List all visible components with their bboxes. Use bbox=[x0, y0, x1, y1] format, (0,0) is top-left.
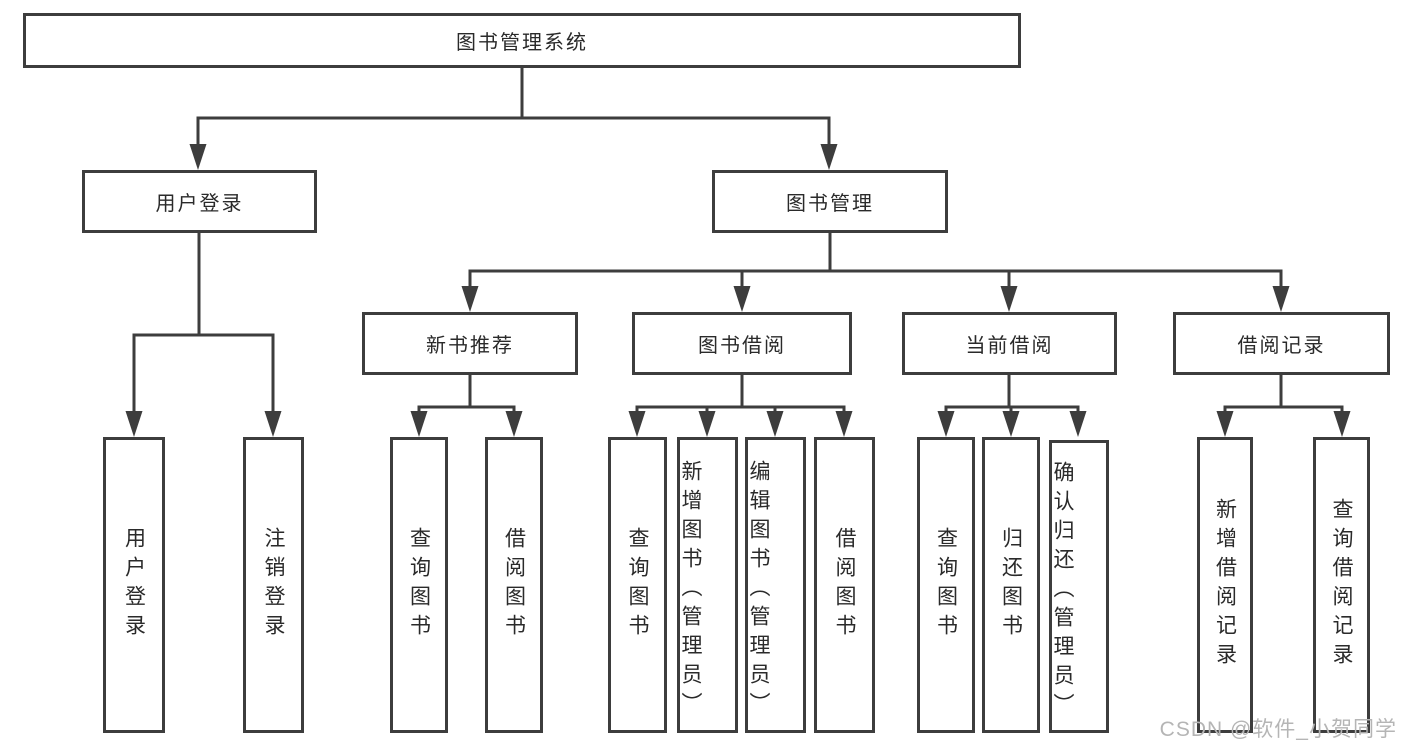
connector-borrow-records-to-leaves bbox=[1216, 373, 1351, 437]
leaf-borrowing-add-book-admin: 新增图书（管理员） bbox=[677, 437, 738, 733]
node-book-management-label: 图书管理 bbox=[786, 193, 874, 215]
node-library-system-label: 图书管理系统 bbox=[456, 32, 588, 54]
leaf-user-login-label: 用户登录 bbox=[122, 527, 146, 643]
node-book-borrowing-label: 图书借阅 bbox=[698, 335, 786, 357]
leaf-logout: 注销登录 bbox=[243, 437, 304, 733]
node-new-book-recommendation: 新书推荐 bbox=[362, 312, 578, 375]
connector-new-book-to-leaves bbox=[410, 373, 523, 437]
node-book-borrowing: 图书借阅 bbox=[632, 312, 852, 375]
leaf-logout-label: 注销登录 bbox=[262, 527, 285, 643]
leaf-newrec-search-book-label: 查询图书 bbox=[407, 527, 431, 643]
leaf-user-login: 用户登录 bbox=[103, 437, 165, 733]
connector-current-borrowing-to-leaves bbox=[937, 373, 1087, 437]
leaf-current-confirm-return-admin: 确认归还（管理员） bbox=[1049, 440, 1109, 733]
node-user-login: 用户登录 bbox=[82, 170, 317, 233]
leaf-current-confirm-return-admin-label: 确认归还（管理员） bbox=[1051, 461, 1074, 722]
leaf-borrowing-borrow-book-label: 借阅图书 bbox=[833, 527, 856, 643]
connector-book-management-to-level3 bbox=[461, 231, 1290, 312]
node-user-login-label: 用户登录 bbox=[155, 193, 244, 215]
leaf-newrec-borrow-book-label: 借阅图书 bbox=[502, 527, 526, 643]
leaf-records-add-record-label: 新增借阅记录 bbox=[1213, 498, 1237, 672]
leaf-newrec-borrow-book: 借阅图书 bbox=[485, 437, 543, 733]
connector-root-to-level2 bbox=[189, 66, 838, 170]
node-borrow-records-label: 借阅记录 bbox=[1237, 335, 1326, 357]
csdn-watermark: CSDN @软件_小贺同学 bbox=[1159, 718, 1397, 741]
leaf-borrowing-search-book: 查询图书 bbox=[608, 437, 667, 733]
connector-book-borrowing-to-leaves bbox=[628, 373, 853, 437]
node-borrow-records: 借阅记录 bbox=[1173, 312, 1390, 375]
node-new-book-recommendation-label: 新书推荐 bbox=[426, 335, 514, 357]
leaf-newrec-search-book: 查询图书 bbox=[390, 437, 448, 733]
leaf-records-search-record: 查询借阅记录 bbox=[1313, 437, 1370, 733]
node-current-borrowing-label: 当前借阅 bbox=[965, 335, 1054, 357]
leaf-borrowing-add-book-admin-label: 新增图书（管理员） bbox=[679, 459, 702, 721]
leaf-borrowing-search-book-label: 查询图书 bbox=[626, 527, 649, 643]
node-library-system: 图书管理系统 bbox=[23, 13, 1021, 68]
leaf-records-search-record-label: 查询借阅记录 bbox=[1330, 498, 1353, 672]
leaf-records-add-record: 新增借阅记录 bbox=[1197, 437, 1253, 733]
leaf-borrowing-edit-book-admin: 编辑图书（管理员） bbox=[745, 437, 806, 733]
leaf-borrowing-borrow-book: 借阅图书 bbox=[814, 437, 875, 733]
node-book-management: 图书管理 bbox=[712, 170, 948, 233]
leaf-current-search-book-label: 查询图书 bbox=[934, 527, 958, 643]
leaf-current-search-book: 查询图书 bbox=[917, 437, 975, 733]
connector-user-login-to-leaves bbox=[125, 231, 282, 437]
leaf-borrowing-edit-book-admin-label: 编辑图书（管理员） bbox=[747, 459, 770, 721]
leaf-current-return-book-label: 归还图书 bbox=[999, 527, 1023, 643]
leaf-current-return-book: 归还图书 bbox=[982, 437, 1040, 733]
node-current-borrowing: 当前借阅 bbox=[902, 312, 1117, 375]
